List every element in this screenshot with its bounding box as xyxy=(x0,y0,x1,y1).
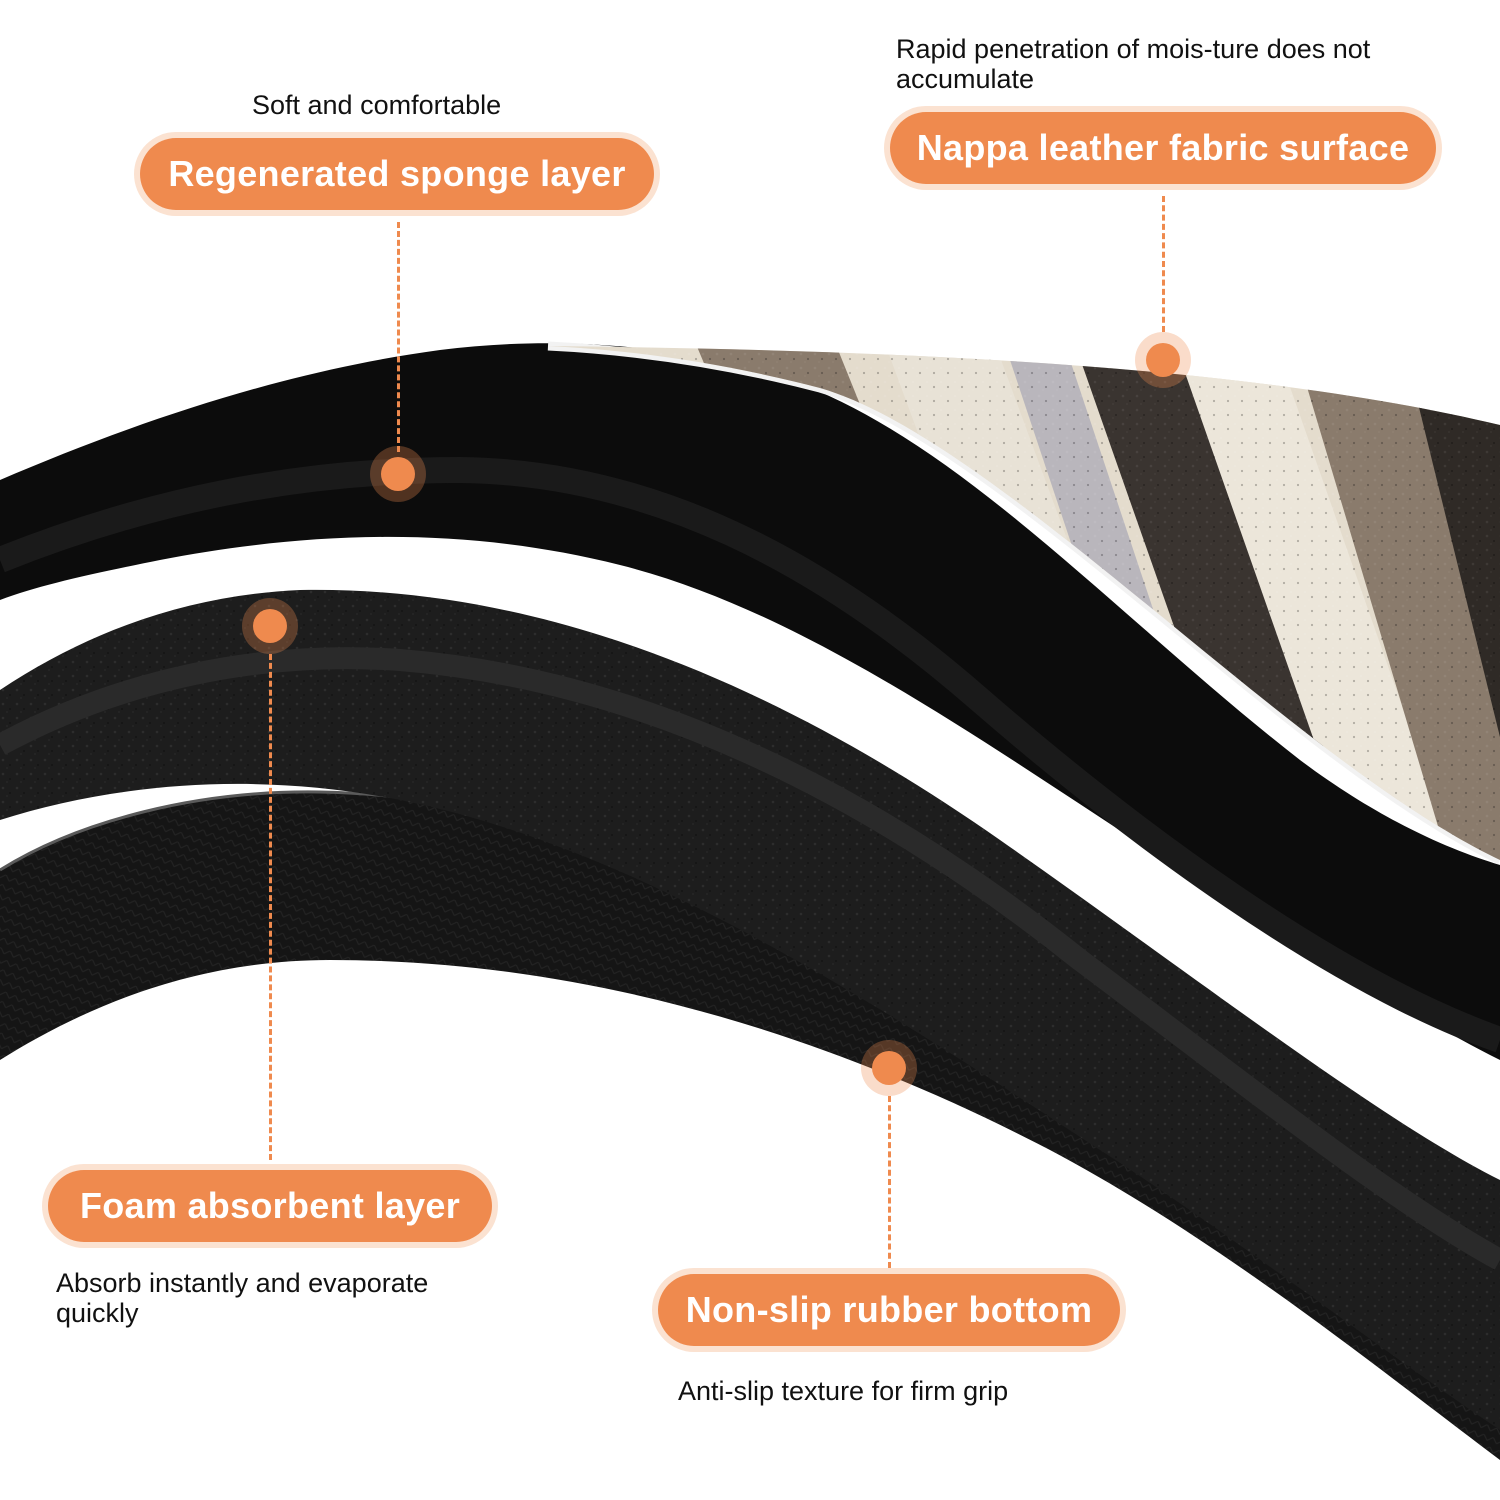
rubber-label-pill: Non-slip rubber bottom xyxy=(652,1268,1126,1352)
sponge-description: Soft and comfortable xyxy=(252,90,502,120)
surface-marker-dot xyxy=(1135,332,1191,388)
surface-label: Nappa leather fabric surface xyxy=(890,112,1436,184)
rubber-label: Non-slip rubber bottom xyxy=(658,1274,1120,1346)
sponge-layer-slab xyxy=(0,343,1500,1060)
sponge-layer-inner-band xyxy=(0,456,1500,1053)
rubber-leader-line xyxy=(888,1096,891,1268)
rubber-bottom-texture xyxy=(0,791,1500,1460)
sponge-label: Regenerated sponge layer xyxy=(140,138,654,210)
foam-label: Foam absorbent layer xyxy=(48,1170,492,1242)
foam-leader-line xyxy=(269,654,272,1160)
foam-description: Absorb instantly and evaporate quickly xyxy=(56,1268,429,1328)
sponge-label-pill: Regenerated sponge layer xyxy=(134,132,660,216)
rubber-marker-dot xyxy=(861,1040,917,1096)
rubber-description: Anti-slip texture for firm grip xyxy=(678,1376,1009,1406)
foam-marker-dot xyxy=(242,598,298,654)
sponge-marker-dot xyxy=(370,446,426,502)
surface-description: Rapid penetration of mois-ture does not … xyxy=(896,34,1371,94)
foam-layer-band xyxy=(0,647,1500,1270)
sponge-leader-line xyxy=(397,222,400,452)
surface-label-pill: Nappa leather fabric surface xyxy=(884,106,1442,190)
surface-leader-line xyxy=(1162,196,1165,332)
foam-label-pill: Foam absorbent layer xyxy=(42,1164,498,1248)
